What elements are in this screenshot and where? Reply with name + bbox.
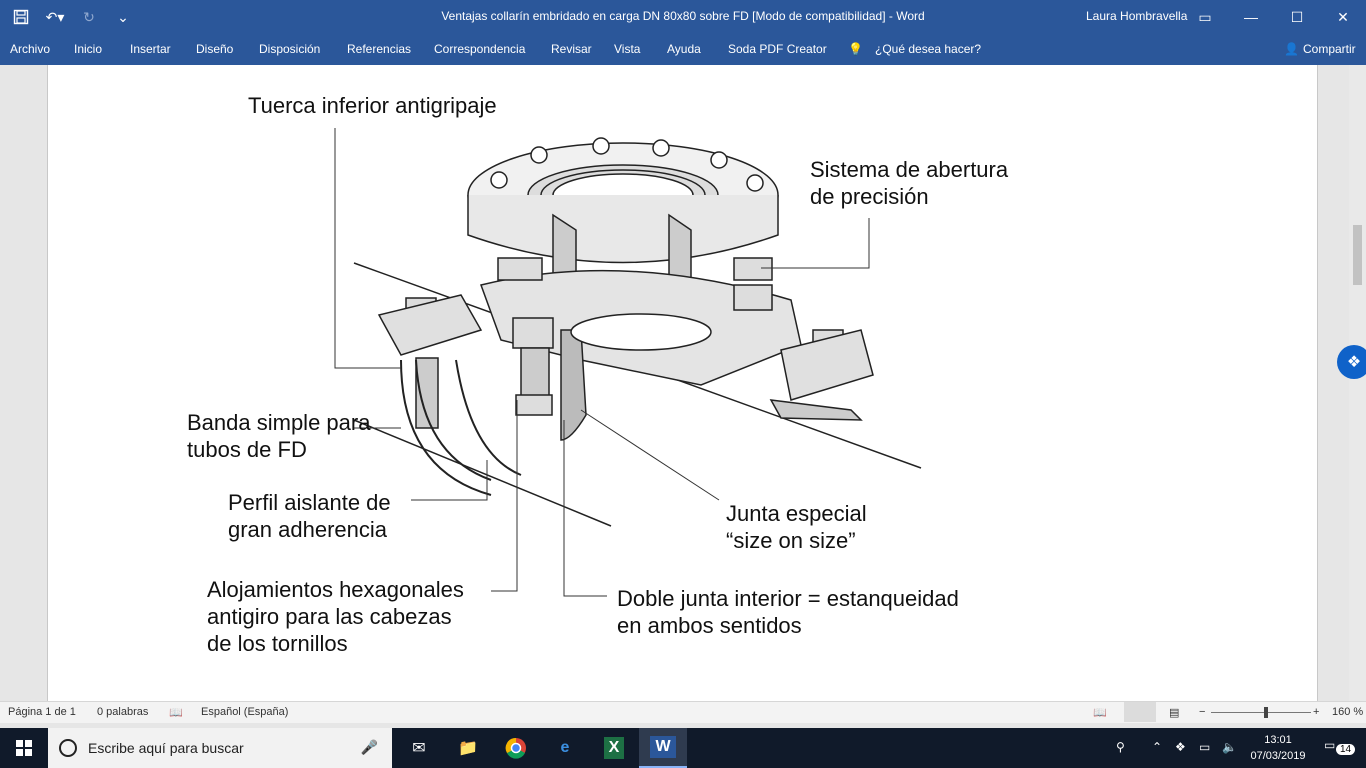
user-name[interactable]: Laura Hombravella (1086, 9, 1188, 23)
tab-archivo[interactable]: Archivo (10, 42, 51, 56)
quick-access-toolbar: ↶▾ ↻ ⌄ (10, 6, 134, 28)
customize-qat-icon[interactable]: ⌄ (117, 8, 129, 25)
tab-vista[interactable]: Vista (614, 42, 641, 56)
zoom-slider[interactable] (1211, 712, 1311, 713)
mail-icon[interactable]: ✉ (412, 740, 426, 757)
window-controls: ▭ — ☐ ✕ (1182, 0, 1366, 34)
scrollbar-thumb[interactable] (1353, 225, 1362, 285)
taskbar-clock[interactable]: 13:01 07/03/2019 (1246, 732, 1310, 764)
window-title: Ventajas collarín embridado en carga DN … (441, 9, 925, 23)
notification-count: 14 (1336, 744, 1356, 755)
callout-alojamientos: Alojamientos hexagonales antigiro para l… (207, 577, 464, 656)
lightbulb-icon: 💡 (848, 42, 863, 56)
tab-referencias[interactable]: Referencias (347, 42, 412, 56)
word-icon[interactable]: W (639, 728, 687, 768)
zoom-level[interactable]: 160 % (1332, 706, 1364, 718)
tab-soda-pdf[interactable]: Soda PDF Creator (728, 42, 827, 56)
redo-icon[interactable]: ↻ (83, 8, 95, 25)
callout-doble-junta: Doble junta interior = estanqueidad en a… (617, 586, 959, 638)
clock-time: 13:01 (1264, 734, 1292, 746)
zoom-in-icon[interactable]: + (1313, 706, 1320, 718)
document-area: Tuerca inferior antigripaje Sistema de a… (0, 65, 1366, 701)
microphone-icon[interactable]: 🎤 (360, 739, 378, 755)
word-count[interactable]: 0 palabras (97, 706, 149, 718)
edge-icon[interactable]: e (560, 739, 570, 756)
undo-icon[interactable]: ↶▾ (45, 8, 65, 25)
action-center-icon[interactable]: ▭ 14 (1320, 736, 1356, 760)
document-page[interactable]: Tuerca inferior antigripaje Sistema de a… (47, 65, 1318, 701)
volume-icon[interactable]: 🔈 (1222, 740, 1237, 754)
print-layout-icon[interactable] (1124, 702, 1156, 722)
proofing-icon[interactable]: 📖 (169, 707, 183, 719)
battery-icon[interactable]: ▭ (1199, 740, 1211, 754)
search-placeholder: Escribe aquí para buscar (88, 740, 244, 756)
excel-icon[interactable]: X (590, 728, 638, 768)
share-button[interactable]: Compartir (1303, 42, 1356, 56)
clock-date: 07/03/2019 (1250, 750, 1306, 762)
title-bar: ↶▾ ↻ ⌄ Ventajas collarín embridado en ca… (0, 0, 1366, 34)
tray-chevron-icon[interactable]: ⌃ (1152, 740, 1163, 754)
windows-start-icon[interactable] (0, 728, 48, 768)
close-icon[interactable]: ✕ (1337, 8, 1349, 25)
vertical-scrollbar[interactable] (1349, 65, 1366, 701)
ribbon-tabs: Archivo Inicio Insertar Diseño Disposici… (0, 34, 1366, 65)
language[interactable]: Español (España) (201, 706, 289, 718)
tab-correspondencia[interactable]: Correspondencia (434, 42, 526, 56)
maximize-icon[interactable]: ☐ (1290, 8, 1304, 25)
tab-ayuda[interactable]: Ayuda (667, 42, 701, 56)
status-bar: Página 1 de 1 0 palabras 📖 Español (Espa… (0, 701, 1366, 723)
callout-tuerca: Tuerca inferior antigripaje (248, 93, 497, 118)
save-icon[interactable] (10, 6, 32, 28)
file-explorer-icon[interactable]: 📁 (458, 740, 478, 757)
callout-perfil: Perfil aislante de gran adherencia (228, 490, 391, 542)
page-count[interactable]: Página 1 de 1 (8, 706, 76, 718)
tell-me-search[interactable]: ¿Qué desea hacer? (875, 42, 982, 56)
tab-insertar[interactable]: Insertar (130, 42, 171, 56)
dropbox-icon[interactable]: ❖ (1337, 345, 1366, 379)
tab-inicio[interactable]: Inicio (74, 42, 103, 56)
dropbox-tray-icon[interactable]: ❖ (1175, 740, 1186, 754)
people-icon[interactable]: ⚲ (1116, 740, 1125, 754)
tab-disposicion[interactable]: Disposición (259, 42, 321, 56)
tab-diseno[interactable]: Diseño (196, 42, 234, 56)
tab-revisar[interactable]: Revisar (551, 42, 592, 56)
taskbar: Escribe aquí para buscar 🎤 ✉ 📁 e X W ⚲ ⌃… (0, 728, 1366, 768)
share-icon: 👤 (1284, 42, 1299, 56)
callout-sistema: Sistema de abertura de precisión (810, 157, 1009, 209)
web-layout-icon[interactable]: ▤ (1169, 707, 1180, 719)
callout-banda: Banda simple para tubos de FD (187, 410, 371, 462)
read-mode-icon[interactable]: 📖 (1093, 707, 1107, 719)
zoom-out-icon[interactable]: − (1199, 706, 1206, 718)
minimize-icon[interactable]: — (1244, 9, 1258, 25)
collar-diagram (334, 128, 922, 597)
zoom-slider-thumb[interactable] (1264, 707, 1268, 718)
taskbar-search-box[interactable]: Escribe aquí para buscar 🎤 (48, 728, 392, 768)
callout-junta: Junta especial “size on size” (726, 501, 867, 553)
ribbon-display-icon[interactable]: ▭ (1198, 8, 1212, 25)
cortana-icon (59, 739, 77, 757)
chrome-icon[interactable] (492, 728, 540, 768)
